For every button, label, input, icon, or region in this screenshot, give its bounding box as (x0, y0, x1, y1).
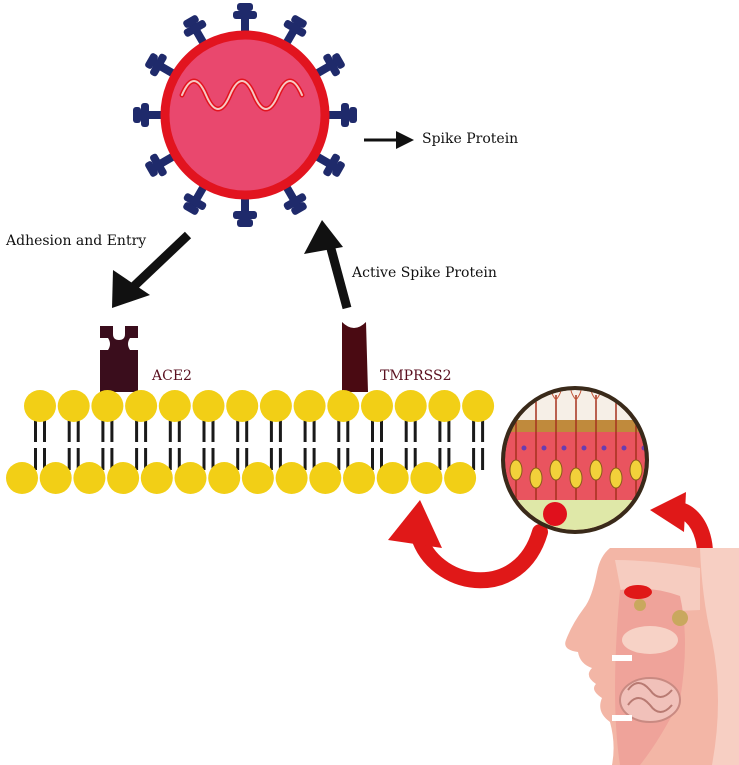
lipid-tail (472, 412, 485, 470)
lipid-bilayer-icon (6, 390, 495, 494)
olfactory-epithelium-icon (501, 386, 649, 534)
arrow-adhesion-entry (112, 231, 192, 308)
lipid-tail (34, 412, 46, 470)
lipid-head-inner (6, 462, 38, 494)
lipid-head-outer (327, 390, 360, 422)
lipid-head-inner (376, 462, 409, 494)
lipid-tail (337, 412, 350, 470)
lipid-head-inner (208, 462, 241, 494)
virus-icon (133, 3, 357, 227)
lipid-head-outer (428, 390, 461, 422)
lipid-head-inner (343, 462, 375, 494)
red-arrow-to-membrane (388, 500, 548, 589)
lipid-head-inner (73, 462, 106, 494)
adhesion-entry-label: Adhesion and Entry (6, 233, 147, 249)
lipid-tail (202, 412, 215, 470)
lipid-head-inner (140, 462, 173, 494)
lipid-tail (303, 412, 316, 470)
arrow-to-spike-label (364, 131, 414, 149)
lipid-tail (269, 412, 282, 470)
lipid-head-outer (158, 390, 191, 422)
spike-protein-icon (233, 3, 257, 39)
lipid-tail (168, 412, 181, 470)
tmprss2-receptor-icon (342, 322, 368, 392)
active-spike-label: Active Spike Protein (352, 265, 497, 281)
lipid-head-outer (91, 390, 124, 422)
lipid-head-outer (125, 390, 158, 422)
lipid-head-inner (241, 462, 274, 494)
lipid-head-inner (39, 462, 72, 494)
lipid-tail (438, 412, 451, 470)
lipid-head-outer (24, 390, 56, 422)
lipid-head-inner (174, 462, 207, 494)
lipid-head-outer (394, 390, 427, 422)
lipid-head-inner (107, 462, 140, 494)
lipid-head-inner (410, 462, 443, 494)
lipid-tail (67, 412, 80, 470)
lipid-tail (371, 412, 383, 470)
lipid-head-inner (275, 462, 308, 494)
tmprss2-label: TMPRSS2 (380, 368, 452, 384)
lipid-head-outer (226, 390, 259, 422)
spike-protein-label: Spike Protein (422, 131, 519, 147)
lipid-head-outer (192, 390, 225, 422)
ace2-label: ACE2 (152, 368, 192, 384)
lipid-tail (404, 412, 417, 470)
spike-protein-icon (233, 191, 257, 227)
lipid-head-inner (444, 462, 477, 494)
lipid-head-outer (293, 390, 326, 422)
lipid-head-outer (259, 390, 292, 422)
lipid-tail (236, 412, 249, 470)
ace2-receptor-icon (100, 326, 138, 392)
lipid-head-inner (309, 462, 342, 494)
arrow-active-spike (304, 220, 352, 310)
lipid-tail (135, 412, 148, 470)
lipid-head-outer (361, 390, 393, 422)
lipid-head-outer (57, 390, 90, 422)
lipid-head-outer (462, 390, 495, 422)
head-profile-icon (565, 548, 739, 765)
lipid-tail (101, 412, 114, 470)
